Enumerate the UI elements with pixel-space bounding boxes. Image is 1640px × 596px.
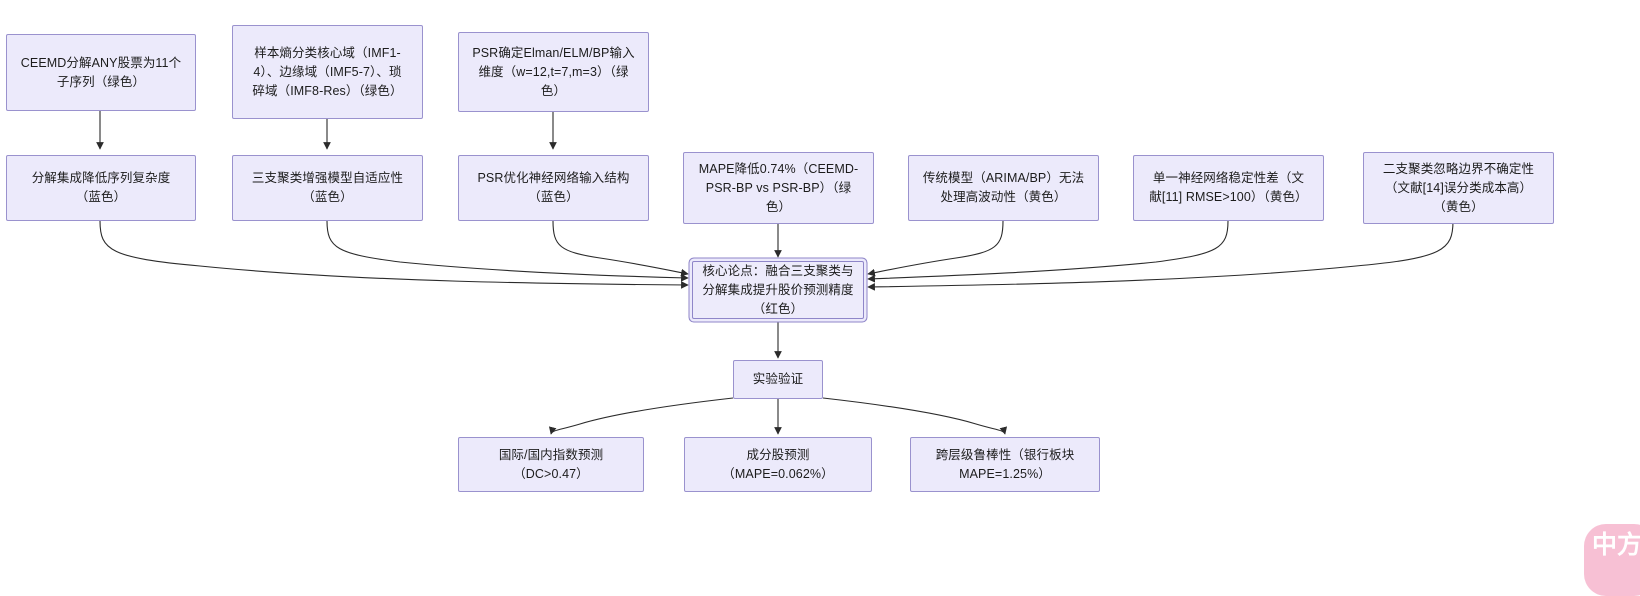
node-two-way-clustering-boundary[interactable]: 二支聚类忽略边界不确定性 （文献[14]误分类成本高） （黄色） — [1363, 152, 1554, 224]
node-psr-optimize-structure[interactable]: PSR优化神经网络输入结构 （蓝色） — [458, 155, 649, 221]
edge-experiment-r4c3 — [822, 397, 1008, 435]
node-constituent-stock-prediction[interactable]: 成分股预测 （MAPE=0.062%） — [684, 437, 872, 492]
node-core-thesis[interactable]: 核心论点：融合三支聚类与 分解集成提升股价预测精度 （红色） — [692, 261, 864, 319]
node-index-prediction[interactable]: 国际/国内指数预测 （DC>0.47） — [458, 437, 644, 492]
node-label: PSR优化神经网络输入结构 （蓝色） — [477, 171, 630, 204]
node-ceemd-decompose[interactable]: CEEMD分解ANY股票为11个 子序列（绿色） — [6, 34, 196, 111]
edge-r2c2-core — [326, 220, 689, 282]
node-mape-reduction[interactable]: MAPE降低0.74%（CEEMD- PSR-BP vs PSR-BP）（绿 色… — [683, 152, 874, 224]
node-label: MAPE降低0.74%（CEEMD- PSR-BP vs PSR-BP）（绿 色… — [698, 161, 859, 214]
watermark-logo: 中方 — [1584, 524, 1640, 596]
edge-r2c6-core — [867, 220, 1229, 283]
edge-experiment-r4c1 — [548, 397, 734, 435]
node-cross-level-robustness[interactable]: 跨层级鲁棒性（银行板块 MAPE=1.25%） — [910, 437, 1100, 492]
node-label: 分解集成降低序列复杂度 （蓝色） — [31, 171, 171, 204]
node-experiment-validation[interactable]: 实验验证 — [733, 360, 823, 399]
watermark-text: 中方 — [1592, 531, 1640, 559]
node-label: 样本熵分类核心域（IMF1- 4）、边缘域（IMF5-7）、琐 碎域（IMF8-… — [252, 45, 403, 98]
node-label: CEEMD分解ANY股票为11个 子序列（绿色） — [20, 55, 182, 89]
node-label: 三支聚类增强模型自适应性 （蓝色） — [251, 171, 404, 204]
node-label: 国际/国内指数预测 （DC>0.47） — [498, 447, 604, 481]
edge-r2c7-core — [867, 220, 1454, 291]
node-label: 单一神经网络稳定性差（文 献[11] RMSE>100）（黄色） — [1149, 171, 1308, 204]
edge-r2c5-core — [867, 220, 1004, 277]
diagram-canvas: CEEMD分解ANY股票为11个 子序列（绿色） 样本熵分类核心域（IMF1- … — [6, 25, 1640, 596]
node-label: 实验验证 — [752, 372, 804, 386]
edge-r2c1-core — [99, 220, 689, 289]
node-label: 成分股预测 （MAPE=0.062%） — [722, 447, 834, 481]
node-label: PSR确定Elman/ELM/BP输入 维度（w=12,t=7,m=3）（绿 色… — [472, 45, 635, 98]
edge-r2c3-core — [552, 220, 689, 277]
node-three-way-clustering-adaptivity[interactable]: 三支聚类增强模型自适应性 （蓝色） — [232, 155, 423, 221]
node-psr-input-dimension[interactable]: PSR确定Elman/ELM/BP输入 维度（w=12,t=7,m=3）（绿 色… — [458, 32, 649, 112]
node-sample-entropy-classify[interactable]: 样本熵分类核心域（IMF1- 4）、边缘域（IMF5-7）、琐 碎域（IMF8-… — [232, 25, 423, 119]
node-label: 二支聚类忽略边界不确定性 （文献[14]误分类成本高） （黄色） — [1382, 161, 1535, 214]
node-reduce-complexity[interactable]: 分解集成降低序列复杂度 （蓝色） — [6, 155, 196, 221]
node-traditional-model-limitation[interactable]: 传统模型（ARIMA/BP）无法 处理高波动性（黄色） — [908, 155, 1099, 221]
node-single-nn-instability[interactable]: 单一神经网络稳定性差（文 献[11] RMSE>100）（黄色） — [1133, 155, 1324, 221]
node-label: 跨层级鲁棒性（银行板块 MAPE=1.25%） — [935, 447, 1075, 481]
node-label: 传统模型（ARIMA/BP）无法 处理高波动性（黄色） — [922, 171, 1085, 204]
node-label: 核心论点：融合三支聚类与 分解集成提升股价预测精度 （红色） — [702, 263, 854, 316]
